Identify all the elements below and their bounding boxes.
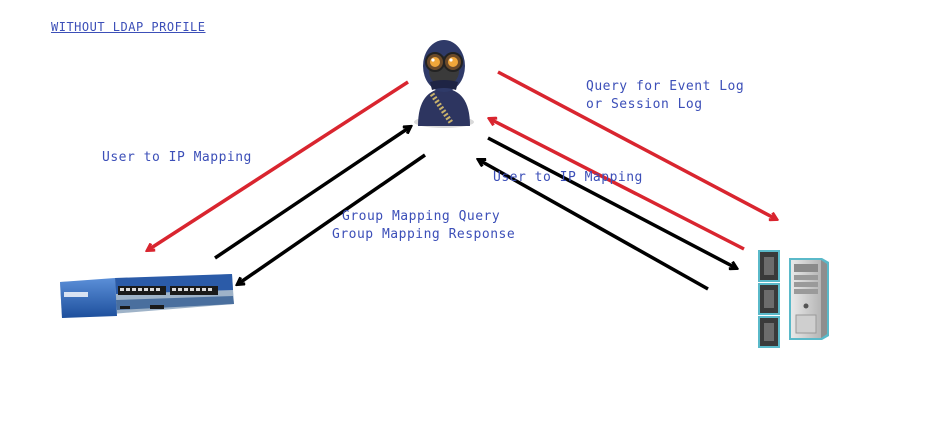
server-tower-icon <box>758 250 829 348</box>
label-group-mapping-query: Group Mapping Query <box>342 209 501 224</box>
arrow-red-agent-to-server <box>497 70 776 219</box>
label-group-mapping-response: Group Mapping Response <box>332 227 516 242</box>
firewall-appliance-icon <box>60 274 234 318</box>
arrow-black-firewall-to-agent <box>214 127 410 260</box>
label-query-event-log-line2: or Session Log <box>586 97 703 112</box>
arrow-red-agent-to-firewall <box>148 80 409 250</box>
label-user-to-ip-right: User to IP Mapping <box>493 170 643 185</box>
user-id-agent-icon <box>414 40 474 128</box>
arrow-black-agent-to-server <box>487 136 736 268</box>
label-query-event-log-line1: Query for Event Log <box>586 79 745 94</box>
diagram-title: WITHOUT LDAP PROFILE <box>51 20 206 34</box>
label-user-to-ip-left: User to IP Mapping <box>102 150 252 165</box>
arrow-black-agent-to-firewall <box>238 153 426 284</box>
arrow-red-server-to-agent <box>490 119 745 251</box>
arrow-black-server-to-agent <box>479 160 709 291</box>
